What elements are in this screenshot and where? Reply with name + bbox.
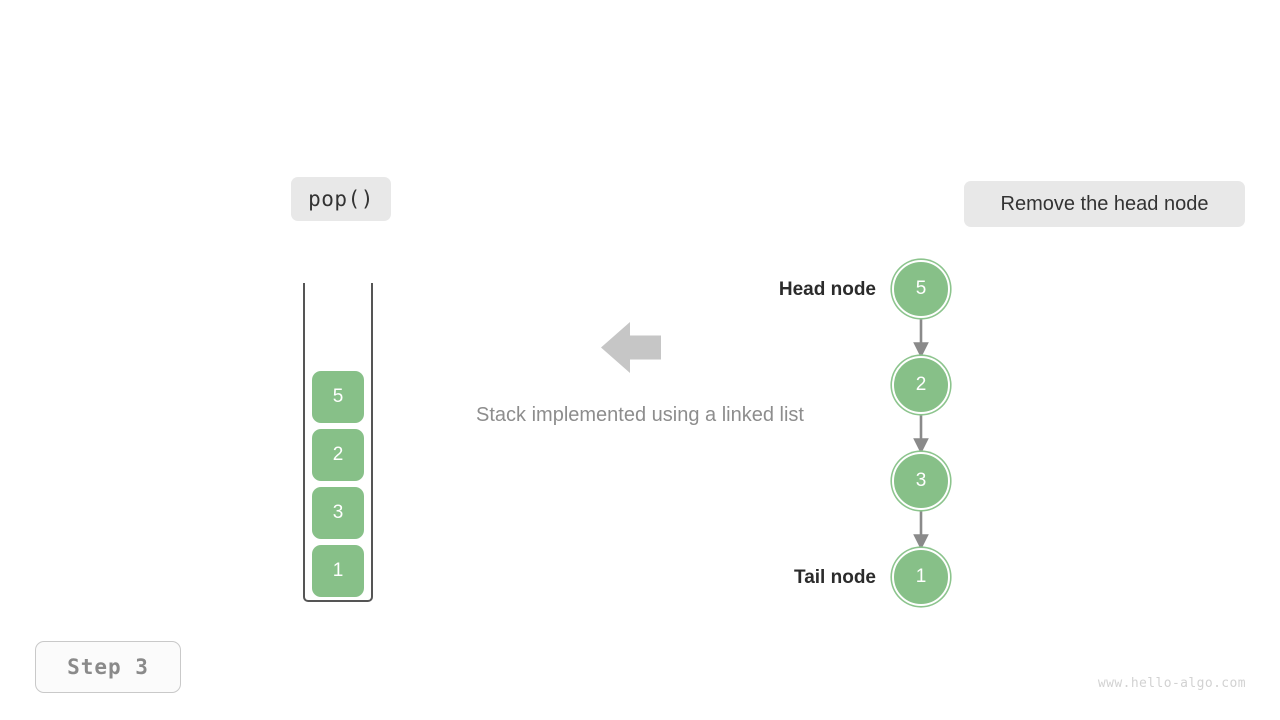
stack-item: 2: [312, 429, 364, 481]
linked-list-node: 3: [892, 452, 950, 510]
stack-item: 1: [312, 545, 364, 597]
action-description-badge: Remove the head node: [964, 181, 1245, 227]
linked-list-illustration: Head node 5 2 3 Tail node 1: [760, 255, 980, 615]
operation-badge: pop(): [291, 177, 391, 221]
tail-node-label: Tail node: [794, 567, 876, 588]
stack-item: 5: [312, 371, 364, 423]
linked-list-node: 5: [892, 260, 950, 318]
head-node-label: Head node: [778, 279, 876, 300]
left-arrow-icon: [601, 320, 661, 375]
stack-illustration: 5 2 3 1: [303, 283, 377, 605]
caption-text: Stack implemented using a linked list: [476, 404, 804, 426]
linked-list-edges: [913, 319, 929, 550]
stack-container-outline: [303, 283, 373, 602]
watermark: www.hello-algo.com: [1097, 676, 1246, 691]
stack-items-group: 5 2 3 1: [312, 371, 364, 597]
linked-list-node: 1: [892, 548, 950, 606]
stack-item: 3: [312, 487, 364, 539]
linked-list-node: 2: [892, 356, 950, 414]
step-badge: Step 3: [35, 641, 181, 693]
